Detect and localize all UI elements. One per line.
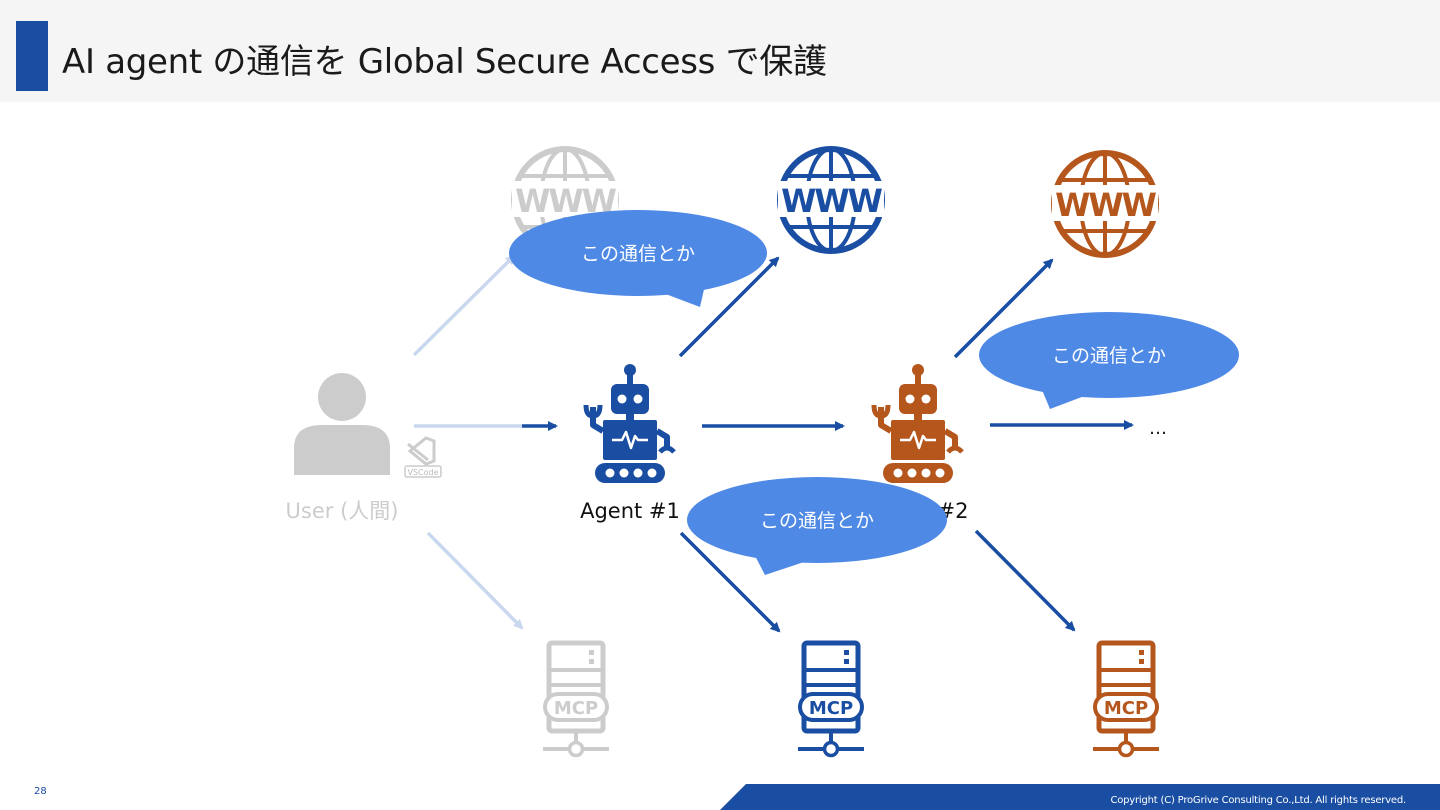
vscode-icon: VSCode <box>404 436 442 478</box>
arrow-agent1-to-web <box>678 256 780 358</box>
callout-bubble-3: この通信とか <box>687 477 947 575</box>
svg-text:この通信とか: この通信とか <box>760 510 874 532</box>
callout-bubble-1: この通信とか <box>509 210 767 307</box>
www-globe-icon-agent1 <box>778 149 884 251</box>
callout-bubble-2: この通信とか <box>979 312 1239 409</box>
www-globe-icon-agent2 <box>1052 153 1158 255</box>
user-icon <box>294 373 390 475</box>
agent1-robot-icon <box>586 364 674 483</box>
agent1-label: Agent #1 <box>580 499 680 523</box>
arrow-agent1-to-mcp <box>679 531 781 633</box>
title-accent-bar <box>16 21 48 91</box>
agent2-robot-icon <box>874 364 962 483</box>
svg-text:VSCode: VSCode <box>407 468 438 477</box>
arrow-agent2-to-mcp <box>974 529 1076 632</box>
arrow-user-to-mcp <box>426 531 524 630</box>
arrow-agent2-to-web <box>953 258 1054 359</box>
svg-text:この通信とか: この通信とか <box>1052 345 1166 367</box>
ellipsis-label: … <box>1149 418 1167 439</box>
svg-text:この通信とか: この通信とか <box>581 243 695 265</box>
page-number: 28 <box>34 786 47 797</box>
page-title: AI agent の通信を Global Secure Access で保護 <box>62 42 827 82</box>
arrow-user-to-web <box>412 254 516 357</box>
copyright-text: Copyright (C) ProGrive Consulting Co.,Lt… <box>1110 795 1406 806</box>
user-label: User (人間) <box>286 499 399 523</box>
header <box>0 0 1440 102</box>
mcp-server-icon-agent1 <box>798 643 864 756</box>
mcp-server-icon-agent2 <box>1093 643 1159 756</box>
mcp-server-icon-faded <box>543 643 609 756</box>
